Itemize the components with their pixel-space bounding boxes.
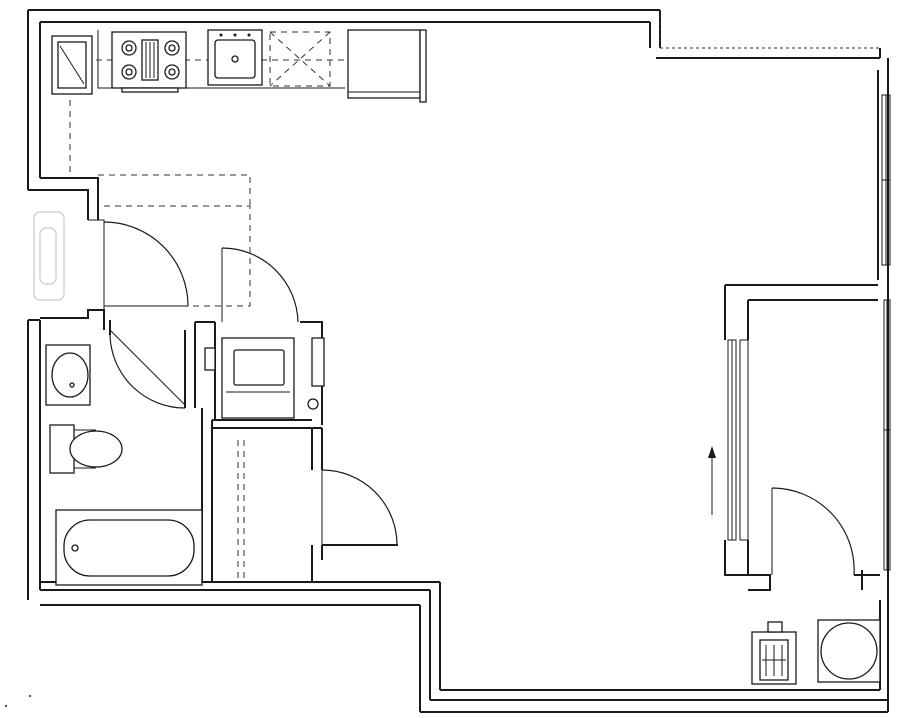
toilet bbox=[49, 424, 123, 474]
linen-closet bbox=[237, 428, 398, 582]
utility-closet bbox=[751, 619, 881, 685]
bathtub bbox=[55, 509, 203, 586]
closet-door bbox=[321, 469, 398, 546]
bathroom bbox=[45, 322, 213, 586]
water-heater bbox=[751, 621, 797, 685]
right-windows bbox=[881, 94, 891, 571]
exterior-walls bbox=[27, 9, 889, 713]
kitchen-sink bbox=[207, 29, 263, 86]
stacked-washer-dryer bbox=[221, 337, 295, 419]
bath-partition bbox=[40, 309, 111, 335]
bathroom-door bbox=[109, 329, 186, 409]
kitchen bbox=[51, 29, 427, 205]
bedroom-door bbox=[771, 487, 880, 590]
dishwasher bbox=[269, 31, 331, 87]
hall-closet bbox=[195, 247, 325, 429]
hall-closet-door bbox=[221, 247, 299, 323]
utility-sink bbox=[51, 35, 93, 95]
furnace bbox=[817, 619, 881, 683]
direction-arrow bbox=[708, 446, 716, 515]
bedroom-partition bbox=[724, 284, 880, 591]
entry-door bbox=[88, 205, 251, 311]
refrigerator bbox=[347, 29, 427, 103]
bath-sink bbox=[45, 344, 91, 406]
stray-marks bbox=[5, 695, 31, 707]
left-exterior-window bbox=[33, 211, 65, 301]
range bbox=[111, 31, 187, 93]
